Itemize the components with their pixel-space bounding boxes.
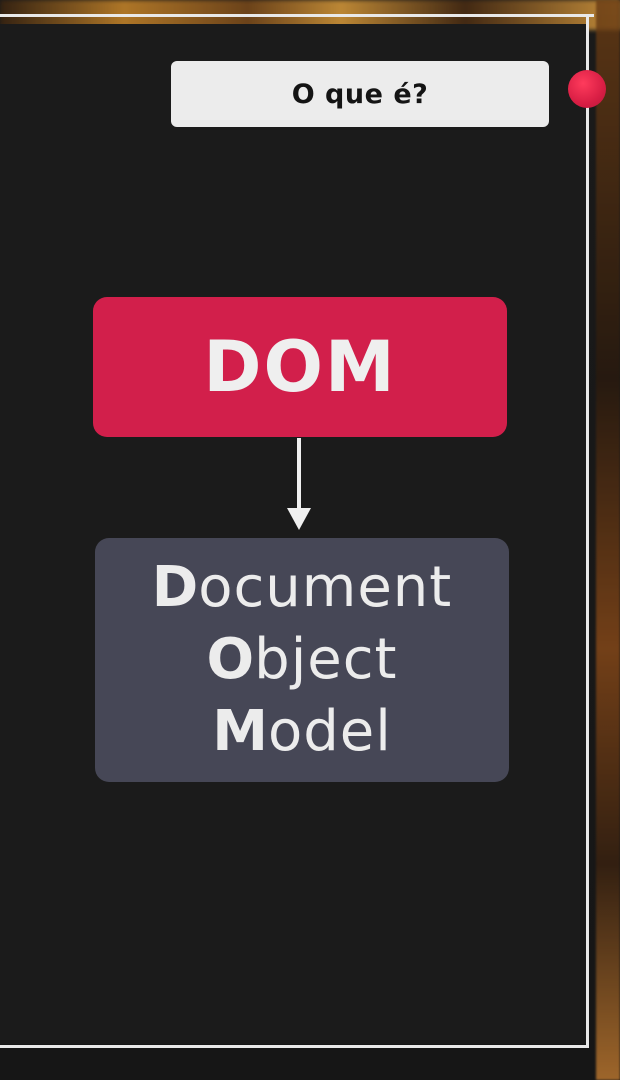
record-dot-icon (568, 70, 606, 108)
frame-line-right (586, 14, 589, 1048)
background-video-right-strip (596, 0, 620, 1080)
definition-box: Document Object Model (95, 538, 509, 782)
definition-line-object: Object (207, 624, 398, 696)
definition-rest: ocument (198, 555, 453, 620)
frame-line-bottom (0, 1045, 589, 1048)
acronym-box: DOM (93, 297, 507, 437)
slide-panel (0, 24, 588, 1044)
definition-line-document: Document (152, 552, 452, 624)
acronym-label: DOM (203, 326, 397, 408)
definition-rest: odel (267, 699, 392, 764)
definition-rest: bject (254, 627, 398, 692)
definition-initial: O (206, 627, 255, 692)
page-title: O que é? (291, 78, 429, 110)
definition-initial: D (151, 555, 199, 620)
arrow-down-icon (287, 438, 311, 530)
title-banner: O que é? (171, 61, 549, 127)
definition-initial: M (212, 699, 268, 764)
frame-line-top (0, 14, 594, 17)
definition-line-model: Model (212, 696, 392, 768)
